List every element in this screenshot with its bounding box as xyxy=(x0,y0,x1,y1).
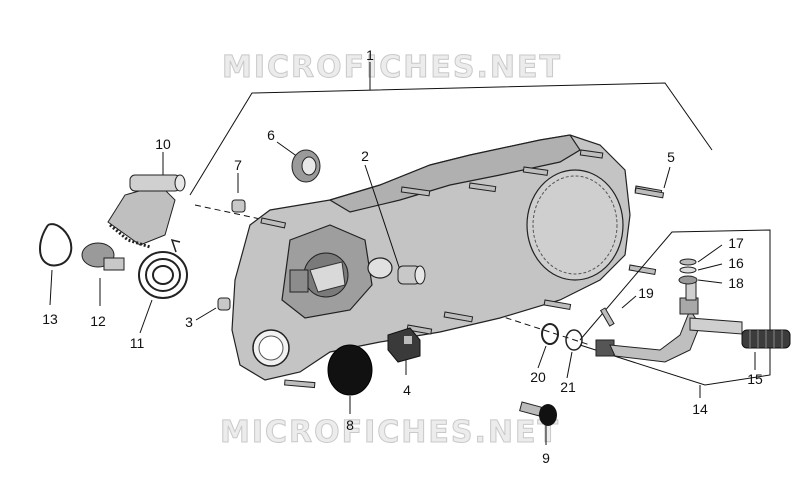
bolt-part-5 xyxy=(634,166,671,199)
callout-5: 5 xyxy=(667,149,675,165)
callout-6: 6 xyxy=(267,127,275,143)
washers-part-16-18 xyxy=(678,244,723,285)
bolt-part-19 xyxy=(599,295,637,327)
callout-9: 9 xyxy=(542,450,550,466)
callout-16: 16 xyxy=(728,255,744,271)
grip-part-15 xyxy=(741,329,791,370)
callout-11: 11 xyxy=(130,335,145,351)
spring-part-11 xyxy=(138,238,188,334)
cover-bolts xyxy=(260,149,663,389)
callout-7: 7 xyxy=(234,157,242,173)
kick-gear-part-10 xyxy=(107,152,186,249)
callout-3: 3 xyxy=(185,314,193,330)
gear-bushing-part-12 xyxy=(81,242,125,306)
callout-2: 2 xyxy=(361,148,369,164)
plug-part-9 xyxy=(519,401,557,445)
callout-4: 4 xyxy=(403,382,411,398)
bushing-part-2 xyxy=(364,164,426,285)
callout-15: 15 xyxy=(747,371,763,387)
callout-19: 19 xyxy=(638,285,654,301)
callout-13: 13 xyxy=(42,311,58,327)
watermark-top: MICROFICHES.NET xyxy=(222,50,562,85)
callout-17: 17 xyxy=(728,235,744,251)
callout-18: 18 xyxy=(728,275,744,291)
circlip-part-21 xyxy=(565,329,583,379)
callout-12: 12 xyxy=(90,313,106,329)
clip-part-4 xyxy=(387,327,421,375)
axis-line-left xyxy=(194,204,266,221)
callout-8: 8 xyxy=(346,417,354,433)
callout-1: 1 xyxy=(366,47,374,63)
washer-part-20 xyxy=(537,323,559,369)
callout-10: 10 xyxy=(155,136,171,152)
circlip-part-13 xyxy=(39,223,73,306)
watermark-bottom: MICROFICHES.NET xyxy=(220,415,560,450)
cap-part-8 xyxy=(327,344,373,414)
kick-lever-part-14 xyxy=(579,229,771,398)
dowel-part-3 xyxy=(195,297,231,321)
crankcase-cover xyxy=(231,134,631,381)
callout-14: 14 xyxy=(692,401,708,417)
callout-21: 21 xyxy=(560,379,576,395)
callout-20: 20 xyxy=(530,369,546,385)
bracket-part-1 xyxy=(189,82,713,196)
dowel-part-7 xyxy=(231,173,246,213)
seal-part-6 xyxy=(276,141,321,183)
